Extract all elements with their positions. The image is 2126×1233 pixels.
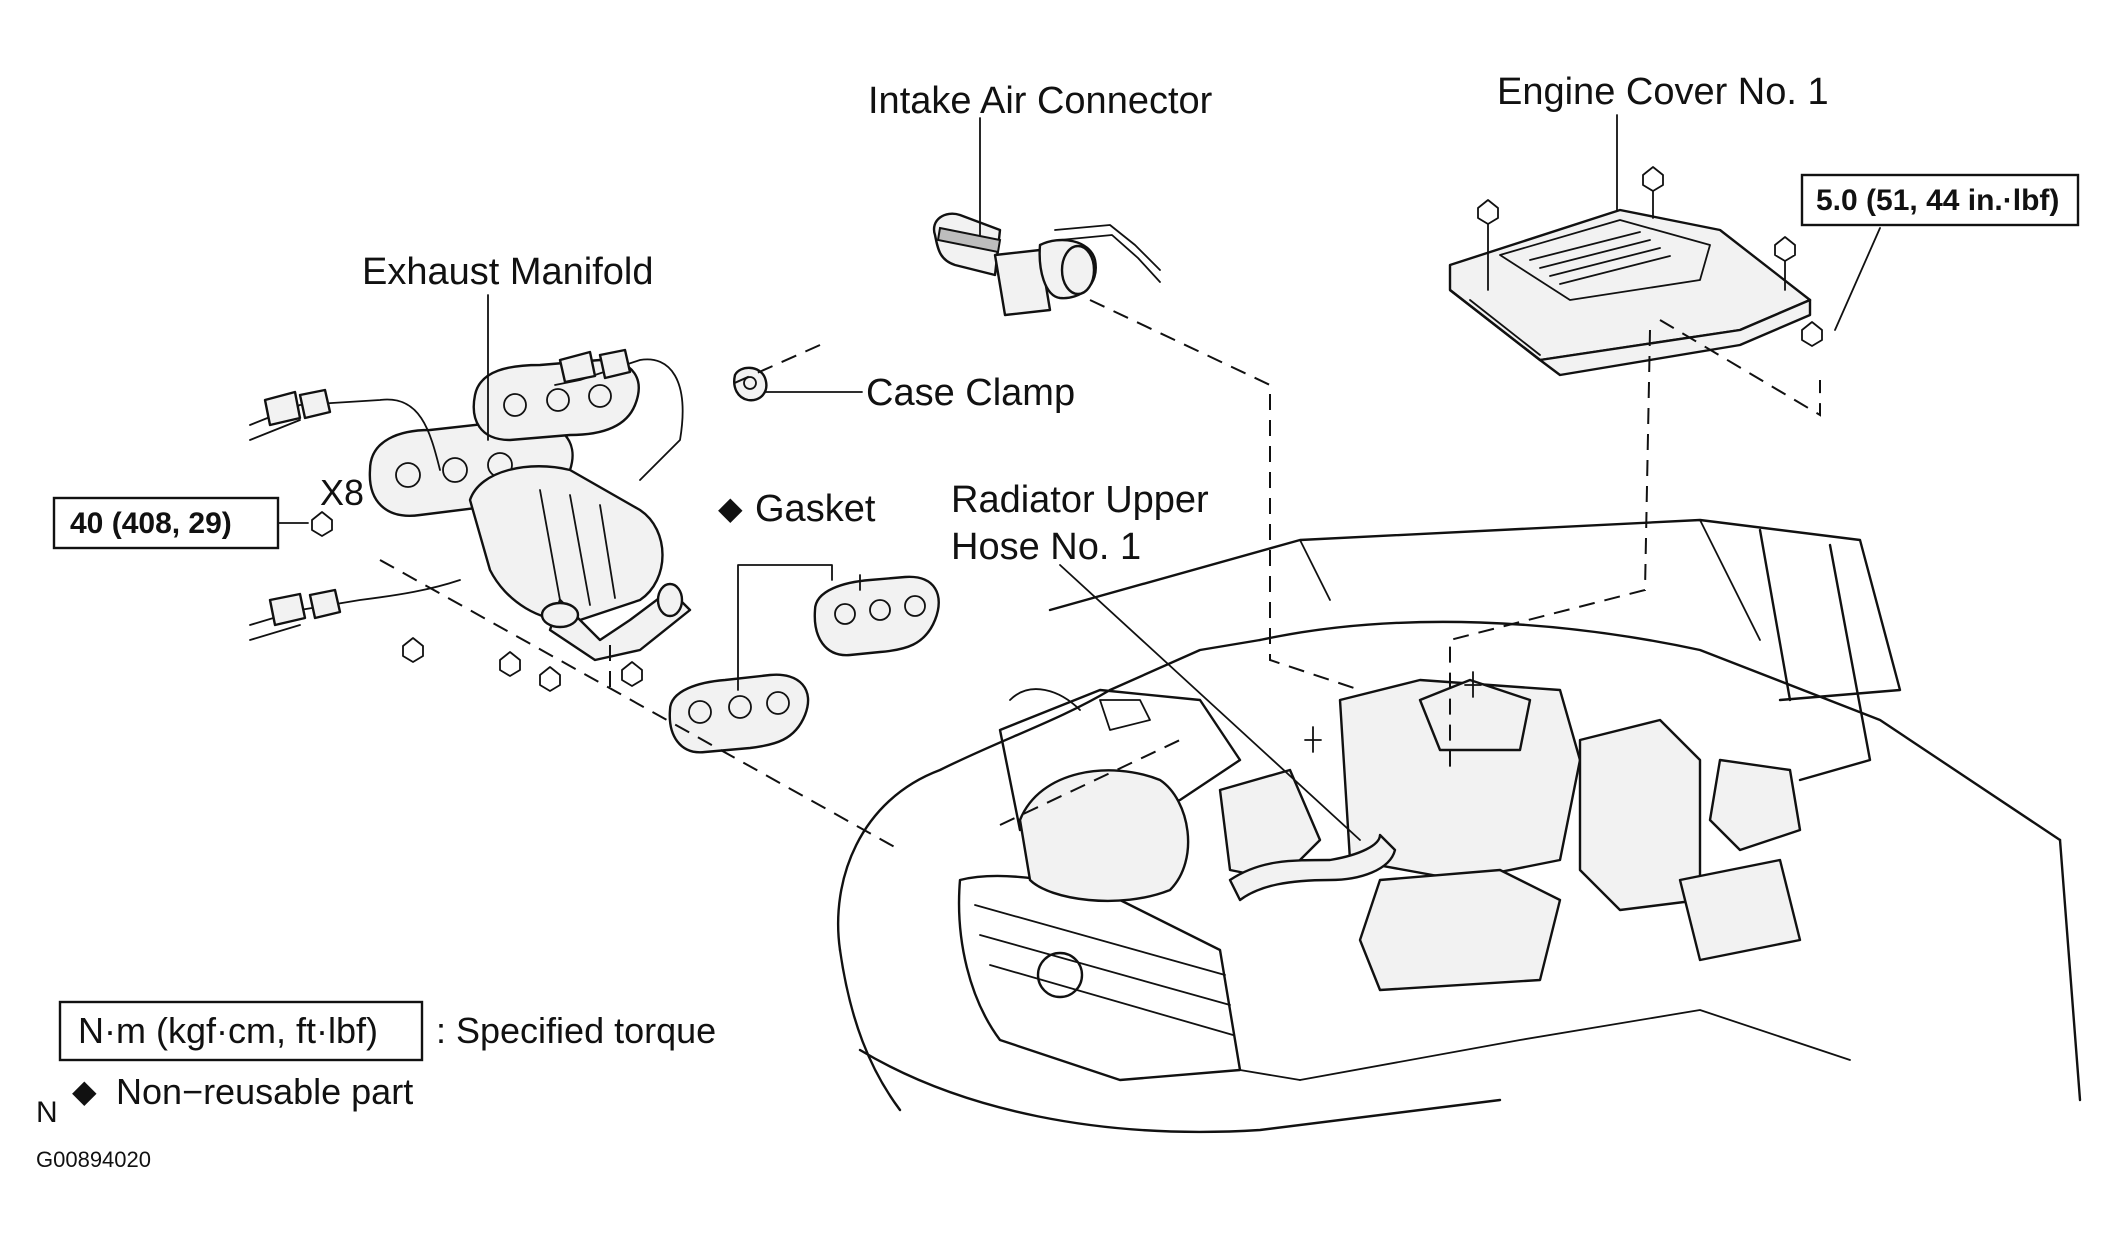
label-case-clamp: Case Clamp (866, 372, 1075, 414)
legend-diamond-icon: ◆ (72, 1073, 97, 1109)
assembly-guide-lines (379, 299, 1821, 851)
gasket-parts (668, 575, 940, 754)
label-quantity: X8 (320, 472, 364, 513)
leader-lines (277, 114, 1881, 841)
legend-units: N·m (kgf·cm, ft·lbf) (78, 1010, 378, 1051)
label-exhaust-manifold: Exhaust Manifold (362, 251, 654, 293)
label-engine-cover: Engine Cover No. 1 (1497, 71, 1829, 113)
gasket-diamond-icon: ◆ (718, 490, 743, 526)
legend-specified-torque: : Specified torque (436, 1010, 716, 1051)
torque-cover-value: 5.0 (51, 44 in.·lbf) (1816, 184, 2059, 217)
label-radiator-hose-line1: Radiator Upper (951, 479, 1209, 521)
intake-air-connector-part (932, 212, 1161, 317)
label-intake-air-connector: Intake Air Connector (868, 80, 1213, 122)
legend: N·m (kgf·cm, ft·lbf) : Specified torque … (36, 1000, 716, 1129)
figure-code: G00894020 (36, 1147, 151, 1172)
label-gasket: Gasket (755, 488, 876, 530)
label-radiator-hose-line2: Hose No. 1 (951, 526, 1141, 568)
legend-n-mark: N (36, 1096, 58, 1129)
vehicle-engine-bay (836, 518, 2082, 1134)
torque-box-manifold: 40 (408, 29) (52, 496, 280, 550)
torque-box-cover: 5.0 (51, 44 in.·lbf) (1800, 173, 2080, 227)
torque-manifold-value: 40 (408, 29) (70, 507, 232, 540)
exhaust-manifold-part (249, 348, 768, 692)
engine-cover-part (1448, 166, 1823, 377)
legend-non-reusable: Non−reusable part (116, 1071, 413, 1112)
